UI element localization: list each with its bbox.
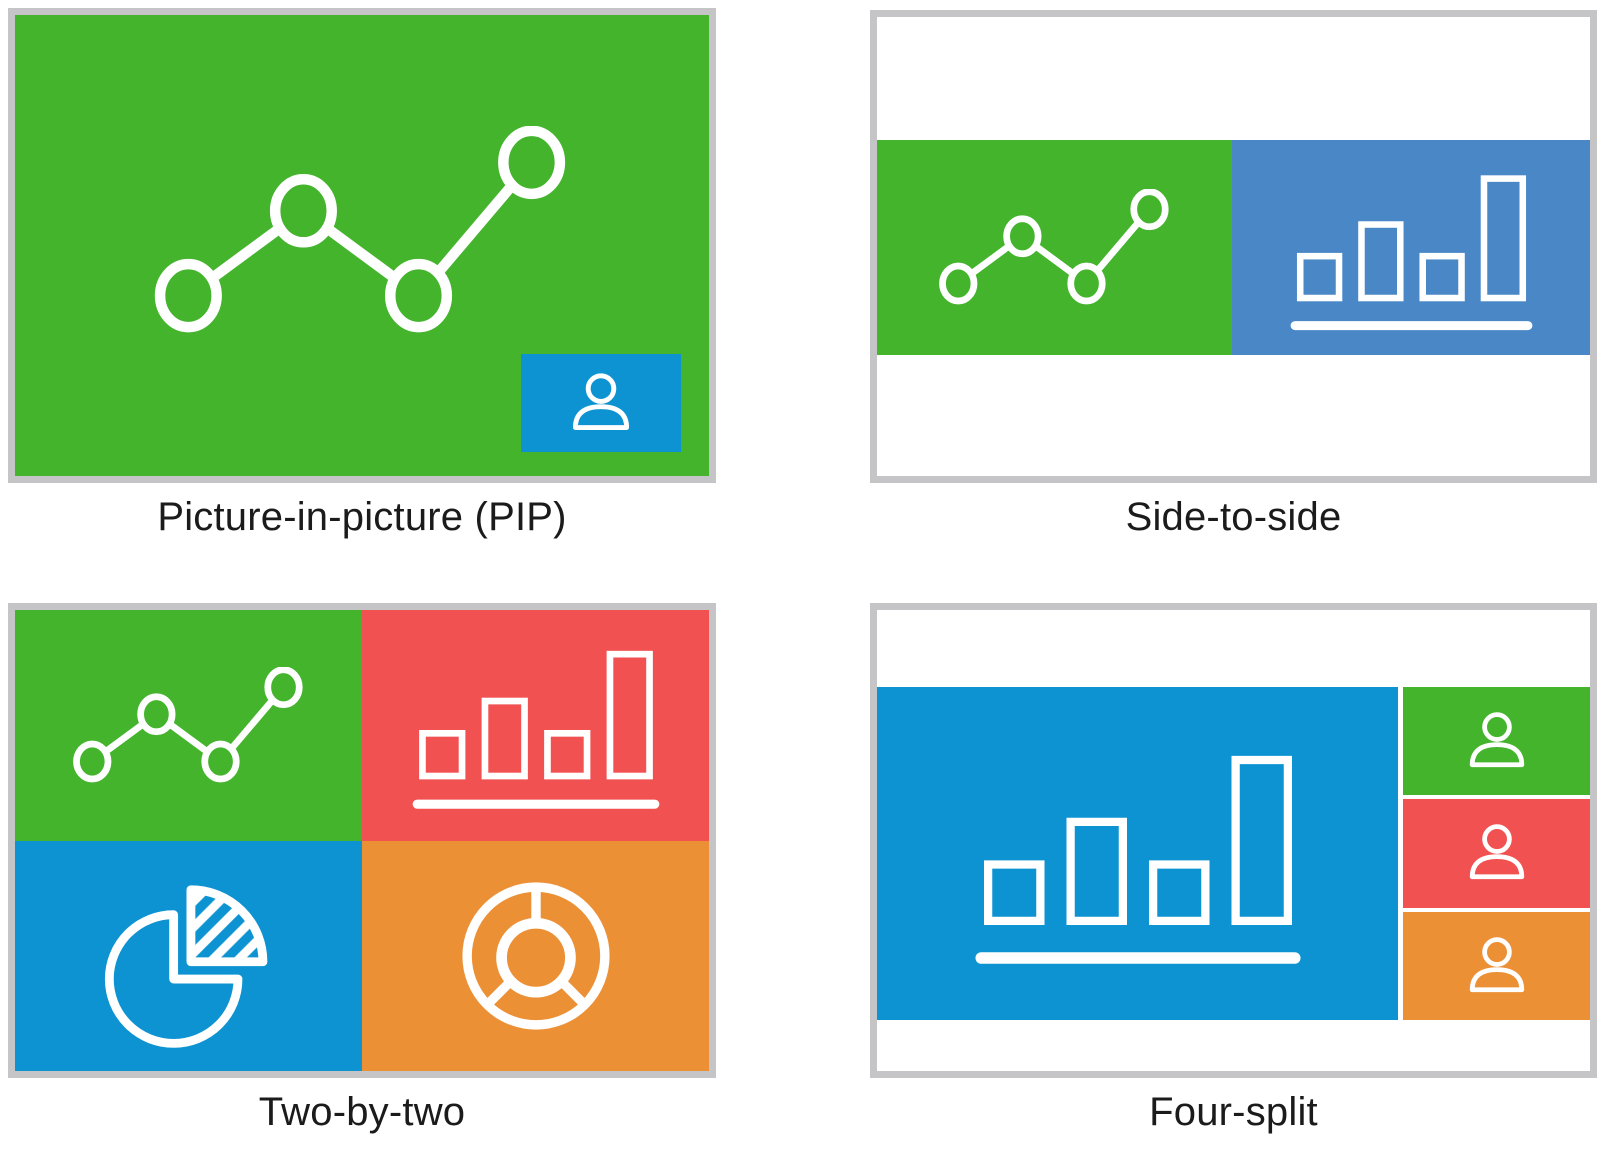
two-by-two-grid bbox=[15, 610, 709, 1071]
line-chart-icon bbox=[72, 666, 303, 783]
panel-four-split-label: Four-split bbox=[1149, 1090, 1318, 1134]
panel-pip-label: Picture-in-picture (PIP) bbox=[157, 495, 567, 539]
side-to-side-left-region bbox=[877, 140, 1232, 355]
person-icon bbox=[1469, 712, 1524, 768]
donut-chart-icon bbox=[461, 882, 610, 1030]
panel-side-to-side: Side-to-side bbox=[870, 10, 1597, 541]
bar-chart-icon bbox=[1290, 174, 1532, 330]
four-split-side-column bbox=[1403, 687, 1590, 1020]
bar-chart-icon bbox=[412, 651, 659, 809]
side-to-side-right-region bbox=[1232, 140, 1590, 355]
two-by-two-bottom-right-region bbox=[362, 840, 709, 1071]
four-split-main-region bbox=[877, 687, 1398, 1020]
four-split-band bbox=[877, 687, 1590, 1020]
two-by-two-frame bbox=[8, 603, 716, 1078]
two-by-two-top-left-region bbox=[15, 610, 362, 841]
pie-chart-icon bbox=[104, 885, 267, 1048]
side-to-side-frame bbox=[870, 10, 1597, 483]
side-to-side-band bbox=[877, 140, 1590, 355]
panel-pip: Picture-in-picture (PIP) bbox=[8, 8, 716, 541]
four-split-side-bottom-region bbox=[1403, 911, 1590, 1020]
four-split-side-middle-region bbox=[1403, 799, 1590, 908]
person-icon bbox=[1469, 824, 1524, 880]
person-icon bbox=[572, 373, 630, 430]
pip-main-region bbox=[15, 15, 709, 476]
pip-frame bbox=[8, 8, 716, 483]
two-by-two-bottom-left-region bbox=[15, 840, 362, 1071]
pip-overlay-region bbox=[521, 354, 681, 452]
panel-two-by-two: Two-by-two bbox=[8, 603, 716, 1136]
panel-two-by-two-label: Two-by-two bbox=[258, 1090, 466, 1134]
line-chart-icon bbox=[938, 189, 1169, 305]
four-split-frame bbox=[870, 603, 1597, 1078]
two-by-two-top-right-region bbox=[362, 610, 709, 841]
person-icon bbox=[1469, 937, 1524, 992]
four-split-side-top-region bbox=[1403, 687, 1590, 796]
bar-chart-icon bbox=[974, 755, 1301, 964]
line-chart-icon bbox=[154, 125, 566, 332]
panel-four-split: Four-split bbox=[870, 603, 1597, 1136]
panel-side-to-side-label: Side-to-side bbox=[1125, 495, 1342, 539]
